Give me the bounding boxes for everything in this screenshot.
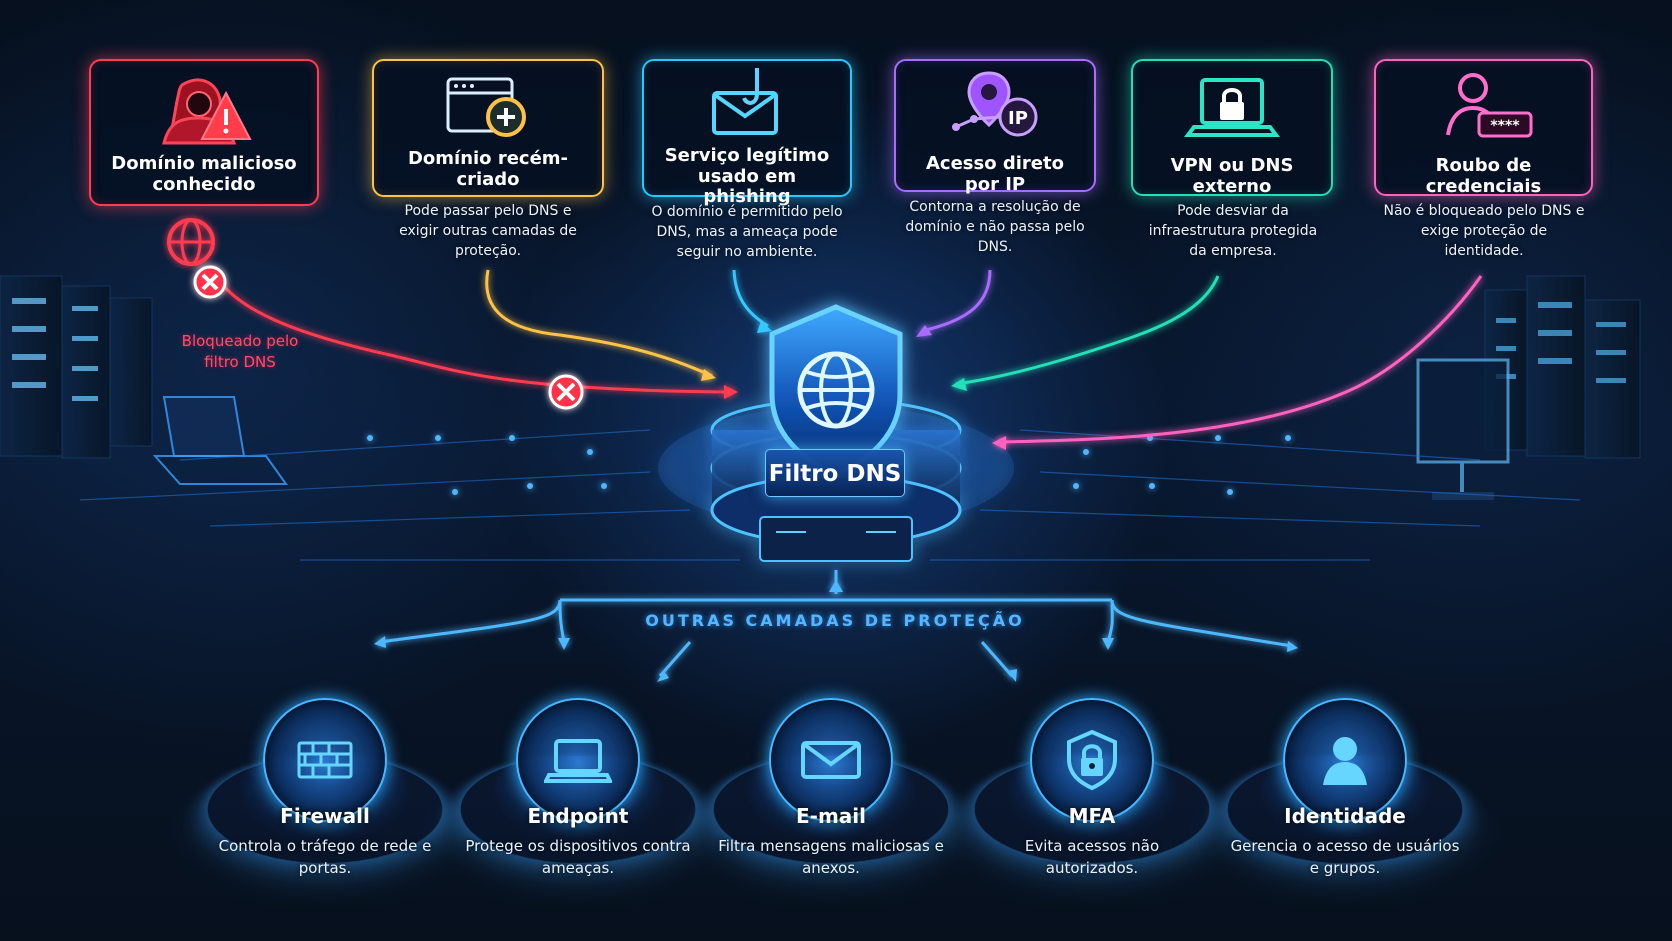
threat-title: VPN ou DNS externo: [1170, 155, 1294, 197]
layer-name: MFA: [1068, 804, 1116, 828]
threat-card-vpn-external-dns: VPN ou DNS externo: [1131, 59, 1333, 197]
other-layers-title: OUTRAS CAMADAS DE PROTEÇÃO: [645, 611, 1025, 630]
threat-title: Acesso direto por IP: [926, 153, 1064, 195]
threat-title: Serviço legítimo usado em phishing: [664, 145, 830, 208]
threat-description: Pode desviar da infraestrutura protegida…: [1148, 203, 1318, 259]
layer-icon-circle: [769, 698, 893, 822]
arrow-heads: [374, 321, 1298, 682]
user-password-icon: ****: [1445, 73, 1532, 138]
layer-icon-circle: [516, 698, 640, 822]
layer-name: E-mail: [795, 804, 866, 828]
right-server-racks: [1484, 275, 1641, 459]
email-icon: [801, 741, 861, 779]
layer-description: Evita acessos não autorizados.: [1024, 837, 1160, 877]
protection-layer-email: E-mail Filtra mensagens maliciosas e ane…: [650, 643, 1012, 898]
blocked-by-dns-label: Bloqueado pelo filtro DNS: [181, 332, 299, 372]
threat-description: Não é bloqueado pelo DNS e exige proteçã…: [1383, 203, 1585, 259]
laptop-icon: [544, 739, 612, 783]
threat-description: Contorna a resolução de domínio e não pa…: [905, 199, 1085, 255]
shield-lock-icon: [1067, 729, 1117, 791]
svg-text:****: ****: [1490, 118, 1520, 134]
threat-card-phishing-service: Serviço legítimo usado em phishing: [642, 59, 852, 207]
threat-card-new-domain: Domínio recém-criado: [372, 59, 604, 197]
protection-layer-identity: Identidade Gerencia o acesso de usuários…: [1164, 643, 1526, 898]
layer-description: Protege os dispositivos contra ameaças.: [465, 837, 691, 877]
location-ip-icon: IP: [952, 71, 1038, 137]
left-server-racks: [0, 275, 153, 459]
layer-description: Gerencia o acesso de usuários e grupos.: [1230, 837, 1460, 877]
dns-filter-label: Filtro DNS: [765, 449, 905, 497]
phishing-email-icon: [712, 68, 778, 135]
laptop-lock-icon: [1184, 78, 1280, 137]
firewall-icon: [297, 741, 353, 779]
layer-name: Endpoint: [527, 804, 629, 828]
threat-card-credential-theft: **** Roubo de credenciais: [1374, 59, 1593, 197]
threat-title: Roubo de credenciais: [1425, 155, 1542, 197]
protection-layer-endpoint: Endpoint Protege os dispositivos contra …: [397, 643, 759, 898]
protection-layer-firewall: Firewall Controla o tráfego de rede e po…: [144, 643, 506, 898]
layer-description: Controla o tráfego de rede e portas.: [218, 837, 432, 877]
layer-icon-circle: [1283, 698, 1407, 822]
protection-layer-mfa: MFA Evita acessos não autorizados.: [911, 643, 1273, 898]
threat-description: O domínio é permitido pelo DNS, mas a am…: [651, 204, 843, 260]
background-monitor: [1416, 358, 1510, 500]
svg-text:IP: IP: [1008, 108, 1028, 129]
circuit-lines: [79, 429, 1581, 561]
threat-card-malicious-domain: Domínio malicioso conhecido: [89, 59, 319, 206]
layer-description: Filtra mensagens maliciosas e anexos.: [718, 837, 944, 877]
threat-card-direct-ip: IP Acesso direto por IP: [894, 59, 1096, 195]
layer-icon-circle: [1030, 698, 1154, 822]
layer-name: Identidade: [1284, 804, 1406, 828]
layer-icon-circle: [263, 698, 387, 822]
user-icon: [1323, 737, 1367, 785]
threat-title: Domínio malicioso conhecido: [111, 153, 297, 195]
threat-title: Domínio recém-criado: [407, 148, 569, 190]
layer-name: Firewall: [280, 804, 370, 828]
threat-arrows: [210, 267, 1483, 677]
hooded-attacker-warning-icon: [162, 78, 252, 145]
browser-plus-icon: [446, 77, 526, 137]
blocked-marks: [167, 218, 584, 410]
threat-description: Pode passar pelo DNS e exigir outras cam…: [399, 203, 577, 259]
